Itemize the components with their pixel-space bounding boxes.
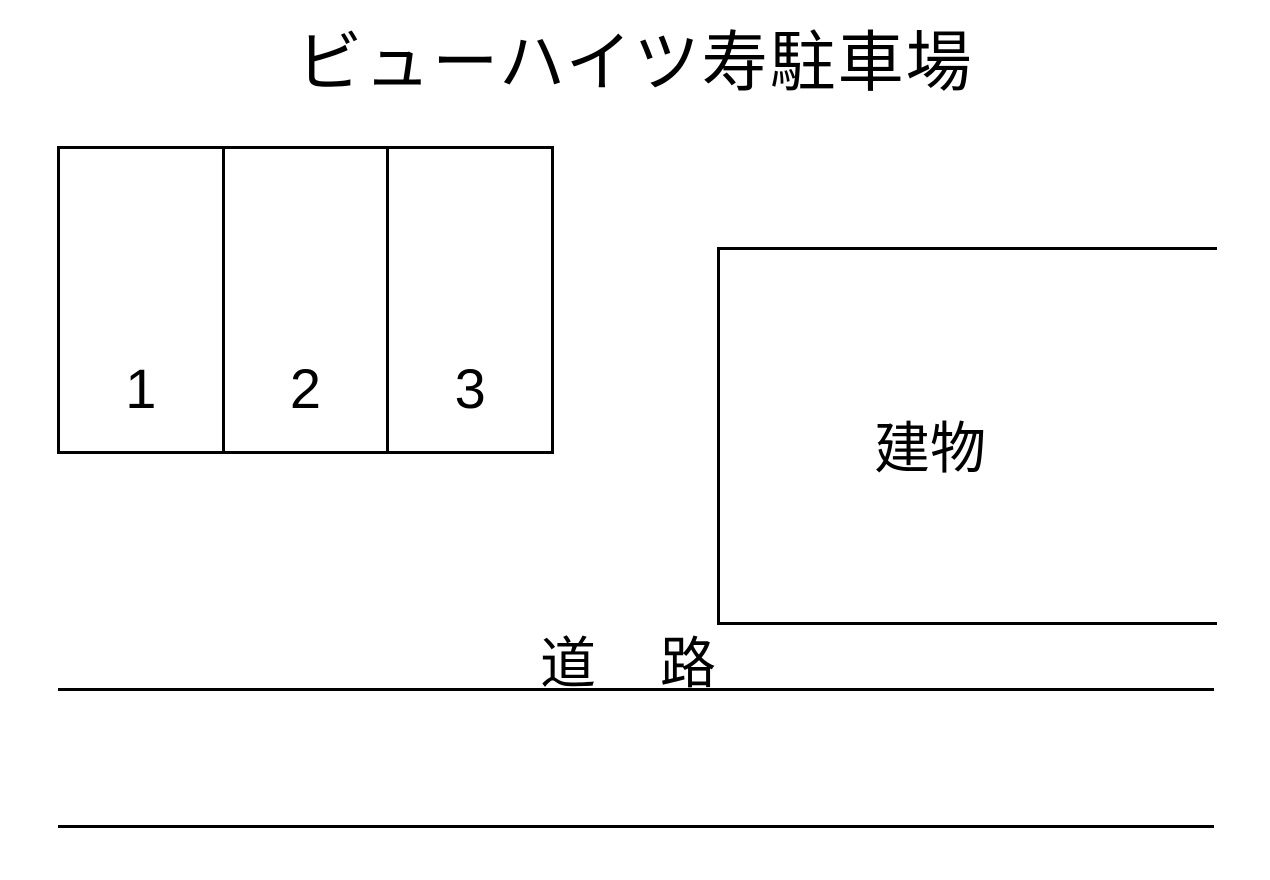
road-edge-bottom [58,825,1214,828]
parking-space-number: 1 [125,357,157,420]
parking-lot: 1 2 3 [57,146,554,454]
road-label: 道 路 [540,632,720,697]
road-edge-top [58,688,1214,691]
building-label: 建物 [874,417,986,482]
building: 建物 [717,247,1217,625]
parking-space-number: 3 [454,357,486,420]
parking-space-number: 2 [289,357,322,420]
parking-space-2: 2 [221,149,387,451]
page-title: ビューハイツ寿駐車場 [296,24,974,101]
parking-space-1: 1 [60,149,222,451]
parking-space-3: 3 [386,149,551,451]
